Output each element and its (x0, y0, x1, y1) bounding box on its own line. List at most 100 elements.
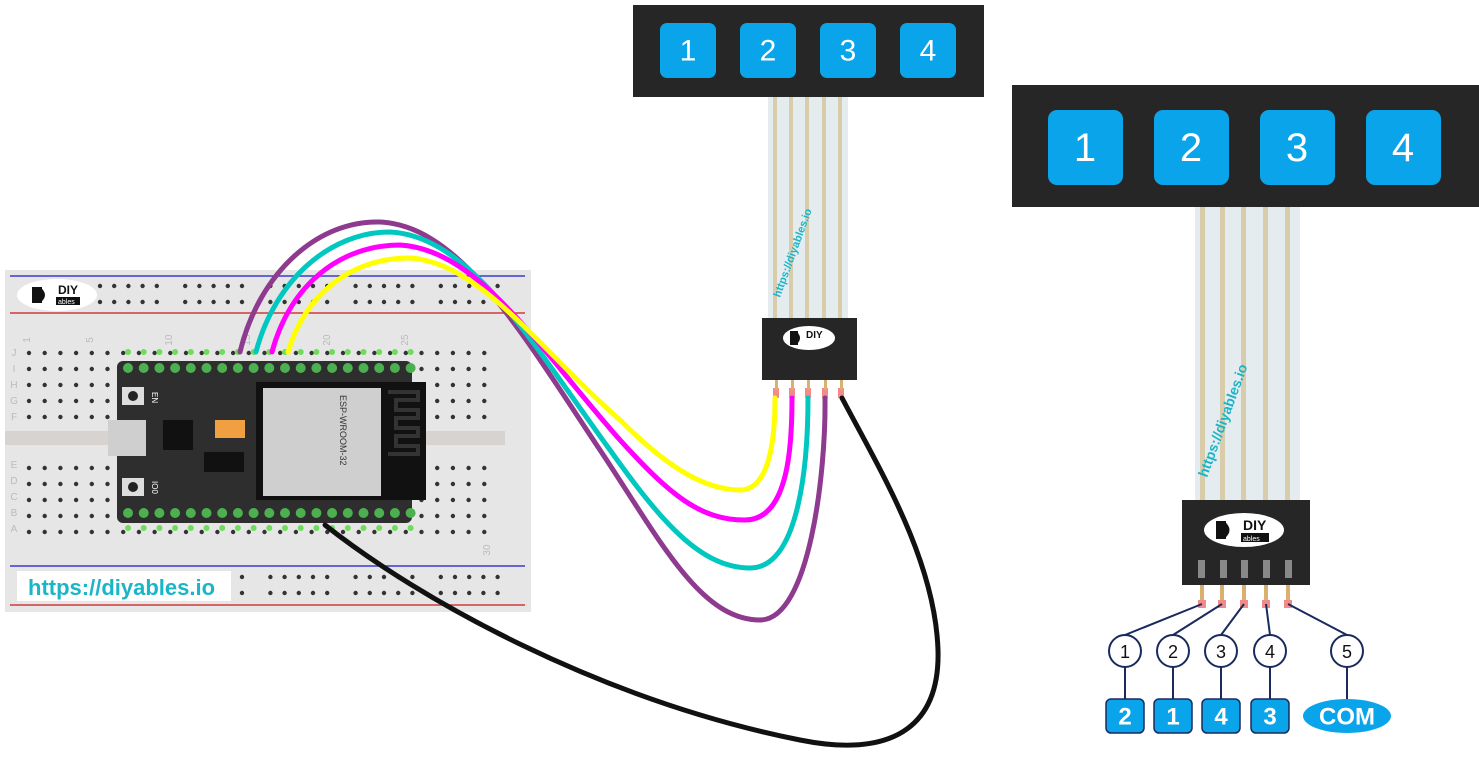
breadboard-hole (42, 398, 47, 404)
power-rail-hole (310, 574, 316, 580)
breadboard-hole (89, 382, 95, 388)
large-key-4[interactable]: 4 (1366, 110, 1441, 185)
power-rail-hole (452, 299, 458, 305)
large-key-2[interactable]: 2 (1154, 110, 1229, 185)
connected-hole (156, 525, 163, 531)
power-rail-hole (268, 574, 273, 580)
wire-black (322, 395, 941, 748)
power-rail-hole (126, 299, 131, 305)
esp32-pin (405, 363, 416, 373)
esp32-pin (389, 363, 400, 373)
row-letter: H (10, 380, 17, 391)
breadboard-hole (450, 513, 456, 519)
wire-magenta (269, 242, 795, 523)
breadboard-hole (152, 350, 157, 356)
breadboard-hole (340, 350, 346, 356)
esp32-pin (358, 363, 369, 373)
power-rail-hole (367, 574, 372, 580)
connected-hole (234, 525, 241, 531)
pin-mapping: 2 1 4 3 COM (1105, 698, 1391, 734)
breadboard-hole (419, 513, 424, 519)
breadboard-hole (387, 529, 393, 535)
esp32-pin (217, 363, 228, 373)
small-key-3[interactable]: 3 (820, 23, 876, 78)
connected-hole (376, 349, 383, 355)
esp32-pin (217, 508, 228, 518)
breadboard-hole (105, 414, 110, 420)
pin-map-label: 1 (1166, 704, 1179, 731)
capacitor (215, 420, 245, 438)
power-rail-hole (296, 283, 301, 289)
key-label: 1 (1074, 126, 1096, 170)
power-rail-hole (438, 574, 443, 580)
breadboard-hole (58, 366, 63, 372)
connected-hole (203, 525, 210, 531)
breadboard-hole (105, 350, 110, 356)
breadboard-hole (58, 414, 63, 420)
esp32-pin (201, 363, 212, 373)
breadboard-hole (42, 481, 47, 487)
power-rail-hole (438, 590, 443, 596)
connected-hole (125, 525, 131, 531)
esp32-pin (295, 508, 306, 518)
power-rail-hole (410, 590, 415, 596)
breadboard-hole (105, 513, 110, 519)
power-rail-hole (381, 590, 387, 596)
connected-hole (360, 349, 367, 355)
connected-hole (219, 525, 226, 531)
power-rail-hole (381, 574, 387, 580)
large-key-3[interactable]: 3 (1260, 110, 1335, 185)
power-rail-hole (353, 283, 358, 289)
breadboard-hole (482, 529, 487, 535)
small-key-2[interactable]: 2 (740, 23, 796, 78)
breadboard-hole (42, 513, 47, 519)
key-label: 1 (680, 35, 697, 68)
connected-hole (391, 525, 398, 531)
antenna (388, 390, 420, 456)
breadboard-hole (136, 529, 142, 535)
breadboard-hole (136, 350, 142, 356)
breadboard-hole (435, 513, 440, 519)
esp32-pin (201, 508, 212, 518)
power-rail-hole (97, 283, 103, 289)
connected-hole (172, 349, 179, 355)
breadboard-hole (199, 350, 204, 356)
breadboard-hole (309, 529, 314, 535)
connector-logo-ables: ables (1243, 536, 1260, 543)
small-key-1[interactable]: 1 (660, 23, 716, 78)
row-letter: F (11, 412, 17, 423)
esp32-pin (154, 363, 165, 373)
breadboard-hole (482, 414, 487, 420)
breadboard-hole (73, 529, 79, 535)
breadboard-hole (372, 350, 377, 356)
power-rail-hole (396, 283, 401, 289)
row-letter: G (10, 396, 18, 407)
small-key-4[interactable]: 4 (900, 23, 956, 78)
breadboard-hole (89, 529, 95, 535)
breadboard-hole (89, 465, 95, 471)
esp32-pin (374, 508, 385, 518)
breadboard-hole (73, 497, 79, 503)
wire-cyan (253, 229, 811, 571)
io0-label: IO0 (150, 481, 159, 494)
esp32-pin (248, 508, 259, 518)
esp32-pin (374, 363, 385, 373)
large-key-1[interactable]: 1 (1048, 110, 1123, 185)
column-numbers: 1 5 10 15 20 25 30 (22, 334, 493, 556)
breadboard-hole (42, 350, 47, 356)
power-rail-hole (225, 299, 230, 305)
breadboard-hole (215, 529, 220, 535)
breadboard-hole (466, 398, 471, 404)
breadboard-hole (89, 350, 95, 356)
key-label: 4 (920, 35, 937, 68)
breadboard-hole (42, 414, 47, 420)
connected-hole (376, 525, 383, 531)
power-rail-hole (467, 590, 472, 596)
connected-hole (391, 349, 398, 355)
power-rail-hole (282, 590, 287, 596)
breadboard-hole (482, 366, 487, 372)
breadboard-hole (466, 382, 471, 388)
breadboard-hole (89, 398, 95, 404)
row-letter: B (11, 508, 18, 519)
connected-hole (140, 349, 147, 355)
